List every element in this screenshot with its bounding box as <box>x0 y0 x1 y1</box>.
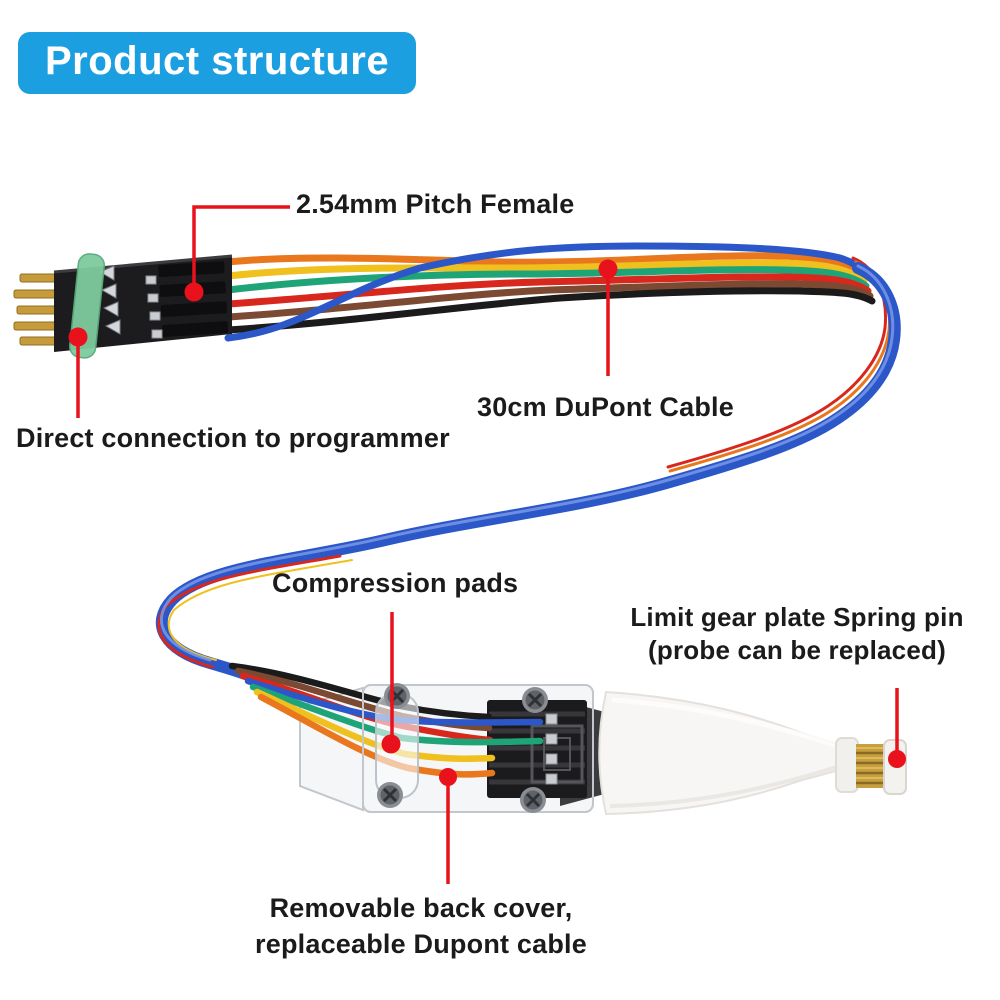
callout-dot <box>439 768 457 786</box>
cable-return-loop <box>155 256 901 704</box>
back-cover-border <box>362 684 594 813</box>
label-compression-pads: Compression pads <box>272 568 519 598</box>
label-spring-pin: Limit gear plate Spring pin (probe can b… <box>608 601 986 667</box>
callouts <box>68 205 906 884</box>
cover-screw <box>384 683 410 709</box>
callout-dot <box>381 734 401 754</box>
cover-screw <box>522 687 548 713</box>
pitch-female-connector <box>13 253 233 359</box>
wire-green <box>224 266 870 294</box>
label-pitch-female: 2.54mm Pitch Female <box>296 189 575 219</box>
callout-dot <box>888 750 906 768</box>
callout-back-cover <box>439 768 457 884</box>
label-dupont-cable: 30cm DuPont Cable <box>477 392 734 422</box>
probe-body-shade <box>609 764 841 808</box>
metal-clips <box>98 265 121 335</box>
cover-screw <box>520 787 546 813</box>
label-back-cover-line2: replaceable Dupont cable <box>255 929 587 959</box>
housing-slots <box>158 261 229 337</box>
page-title-text: Product structure <box>45 39 390 83</box>
wire-blue <box>224 242 868 342</box>
probe-neck-collar <box>835 737 859 793</box>
wire-brown <box>224 280 874 321</box>
label-spring-pin-line2: (probe can be replaced) <box>648 635 946 665</box>
cover-screw <box>377 782 403 808</box>
callout-dot <box>598 259 618 279</box>
label-back-cover-line1: Removable back cover, <box>269 893 573 923</box>
probe-body-shell <box>598 690 851 816</box>
loop-highlight <box>160 264 895 662</box>
label-spring-pin-line1: Limit gear plate Spring pin <box>630 602 964 632</box>
loop-cable-blue <box>155 262 901 704</box>
wire-orange <box>224 252 866 280</box>
dupont-ribbon-cable <box>224 242 876 342</box>
probe-body-highlight <box>611 697 839 749</box>
callout-spring-pin <box>888 688 906 768</box>
contact-plates <box>145 275 163 339</box>
callout-dupont-cable <box>598 259 618 376</box>
loop-accent-red-lower <box>157 554 342 669</box>
callout-direct-connection <box>68 327 88 418</box>
wire-black <box>224 287 876 334</box>
callout-dot <box>68 327 88 347</box>
callout-compression-pads <box>381 612 401 754</box>
label-back-cover: Removable back cover, replaceable Dupont… <box>230 890 612 962</box>
wire-yellow <box>224 259 868 285</box>
label-direct-connection: Direct connection to programmer <box>16 423 450 453</box>
block-contacts <box>545 713 558 785</box>
dupont-block <box>487 700 587 798</box>
callout-pitch-female <box>184 205 290 302</box>
loop-accent-yellow-lower <box>167 559 353 661</box>
probe-assembly <box>228 662 907 816</box>
callout-dot <box>184 282 204 302</box>
page-title: Product structure <box>18 32 417 94</box>
